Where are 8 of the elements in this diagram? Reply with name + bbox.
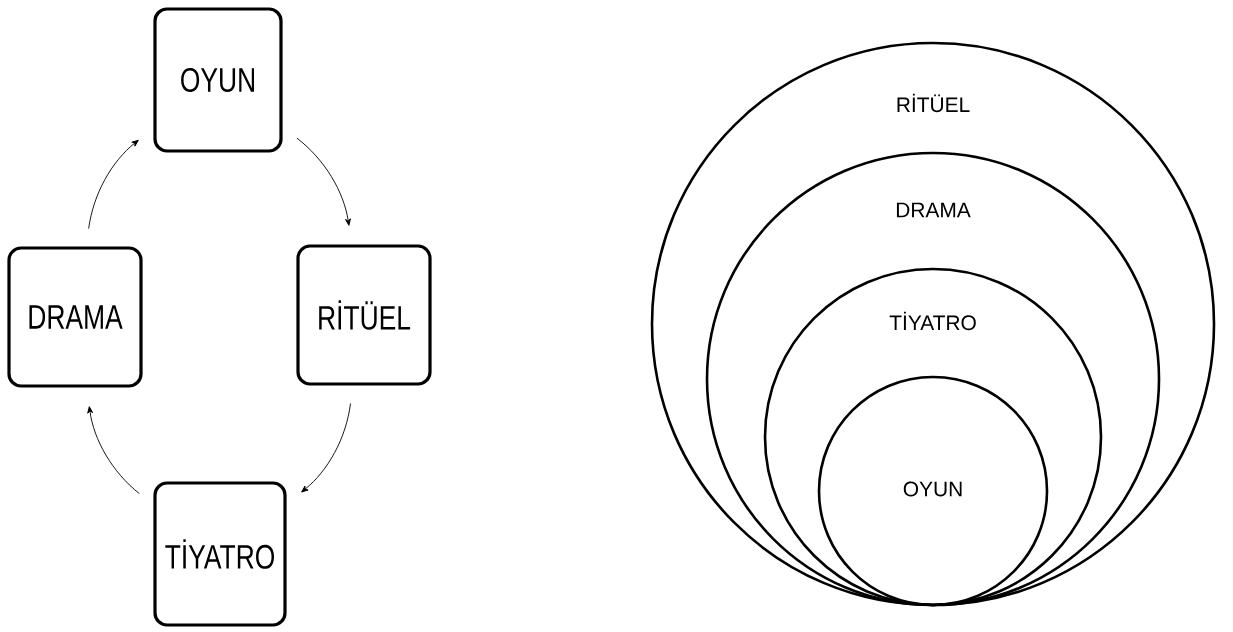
rounded-box: TİYATRO	[153, 481, 287, 627]
rounded-box: OYUN	[153, 7, 283, 153]
rounded-box: RİTÜEL	[296, 244, 432, 386]
arrow	[87, 406, 140, 494]
rounded-box: DRAMA	[7, 246, 143, 388]
arrow	[301, 403, 351, 493]
arrow	[296, 137, 351, 226]
arrow	[88, 139, 139, 229]
